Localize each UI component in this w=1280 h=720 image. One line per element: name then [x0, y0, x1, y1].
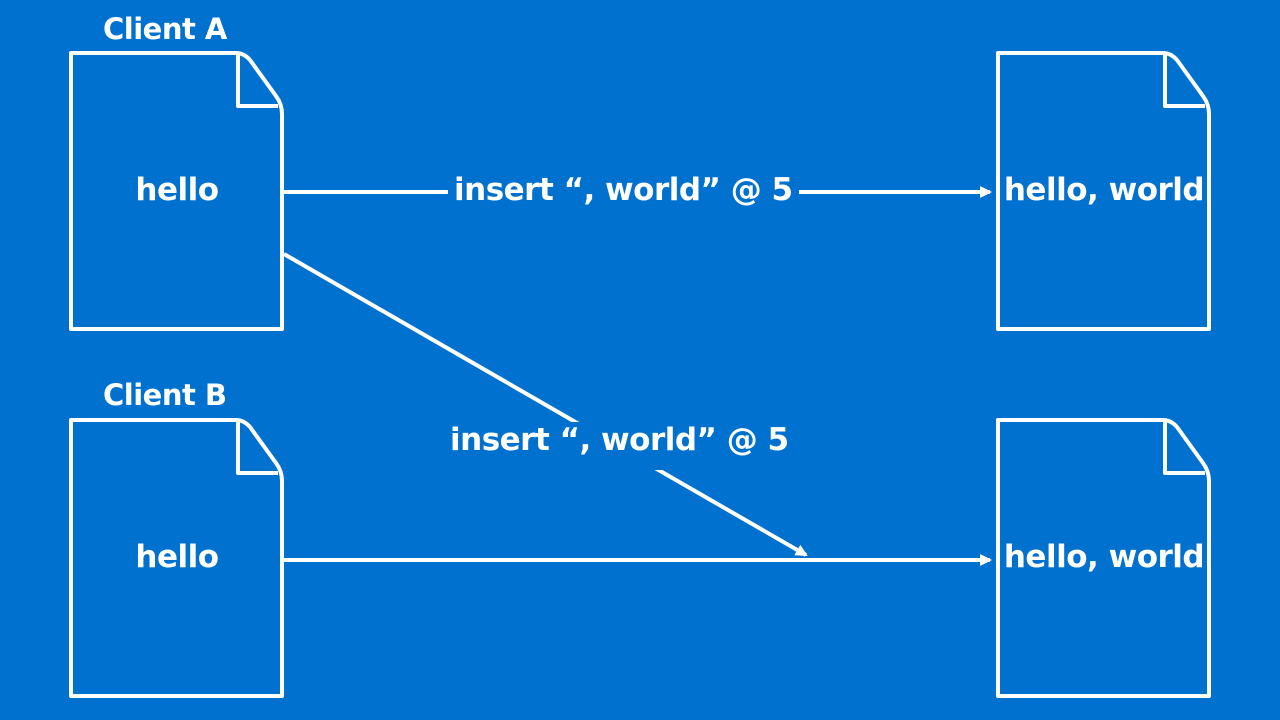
edge-label-b: insert “, world” @ 5: [446, 422, 793, 470]
client-a-doc-text: hello: [135, 172, 219, 208]
document-icon: [996, 51, 1211, 331]
document-icon: [69, 418, 284, 698]
client-b-label: Client B: [103, 378, 227, 412]
client-b-doc-text: hello: [135, 539, 219, 575]
document-icon: [69, 51, 284, 331]
client-a-label: Client A: [103, 12, 227, 46]
document-icon: [996, 418, 1211, 698]
client-a-result-text: hello, world: [1003, 172, 1205, 208]
edge-a-to-b: [283, 252, 808, 557]
edge-label-a: insert “, world” @ 5: [448, 172, 799, 208]
client-b-result-text: hello, world: [1003, 539, 1205, 575]
